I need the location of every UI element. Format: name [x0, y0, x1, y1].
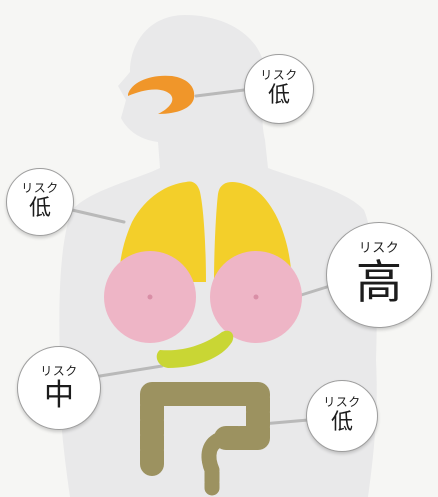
risk-label: リスク	[40, 363, 78, 378]
risk-level: 中	[44, 377, 74, 413]
risk-label: リスク	[358, 241, 400, 257]
risk-level: 低	[28, 196, 51, 222]
intestine-organ	[140, 382, 270, 496]
breast-left	[104, 251, 196, 343]
nose-throat-organ	[128, 75, 195, 114]
pointer-lungs	[70, 208, 126, 224]
risk-level: 低	[267, 83, 290, 109]
risk-label: リスク	[323, 395, 361, 410]
breast-right	[210, 251, 302, 343]
pointer-stomach	[98, 364, 164, 378]
pointer-breasts	[296, 284, 332, 298]
risk-level: 高	[356, 255, 402, 310]
stomach-organ	[156, 330, 234, 368]
risk-bubble-nose-throat: リスク 低	[244, 54, 314, 124]
risk-bubble-stomach: リスク 中	[17, 346, 101, 430]
risk-bubble-lungs: リスク 低	[6, 168, 74, 236]
risk-label: リスク	[260, 68, 298, 83]
risk-label: リスク	[21, 181, 59, 196]
risk-bubble-breasts: リスク 高	[326, 222, 432, 328]
risk-level: 低	[330, 410, 353, 436]
pointer-nose	[194, 88, 246, 98]
risk-bubble-intestine: リスク 低	[306, 380, 378, 452]
